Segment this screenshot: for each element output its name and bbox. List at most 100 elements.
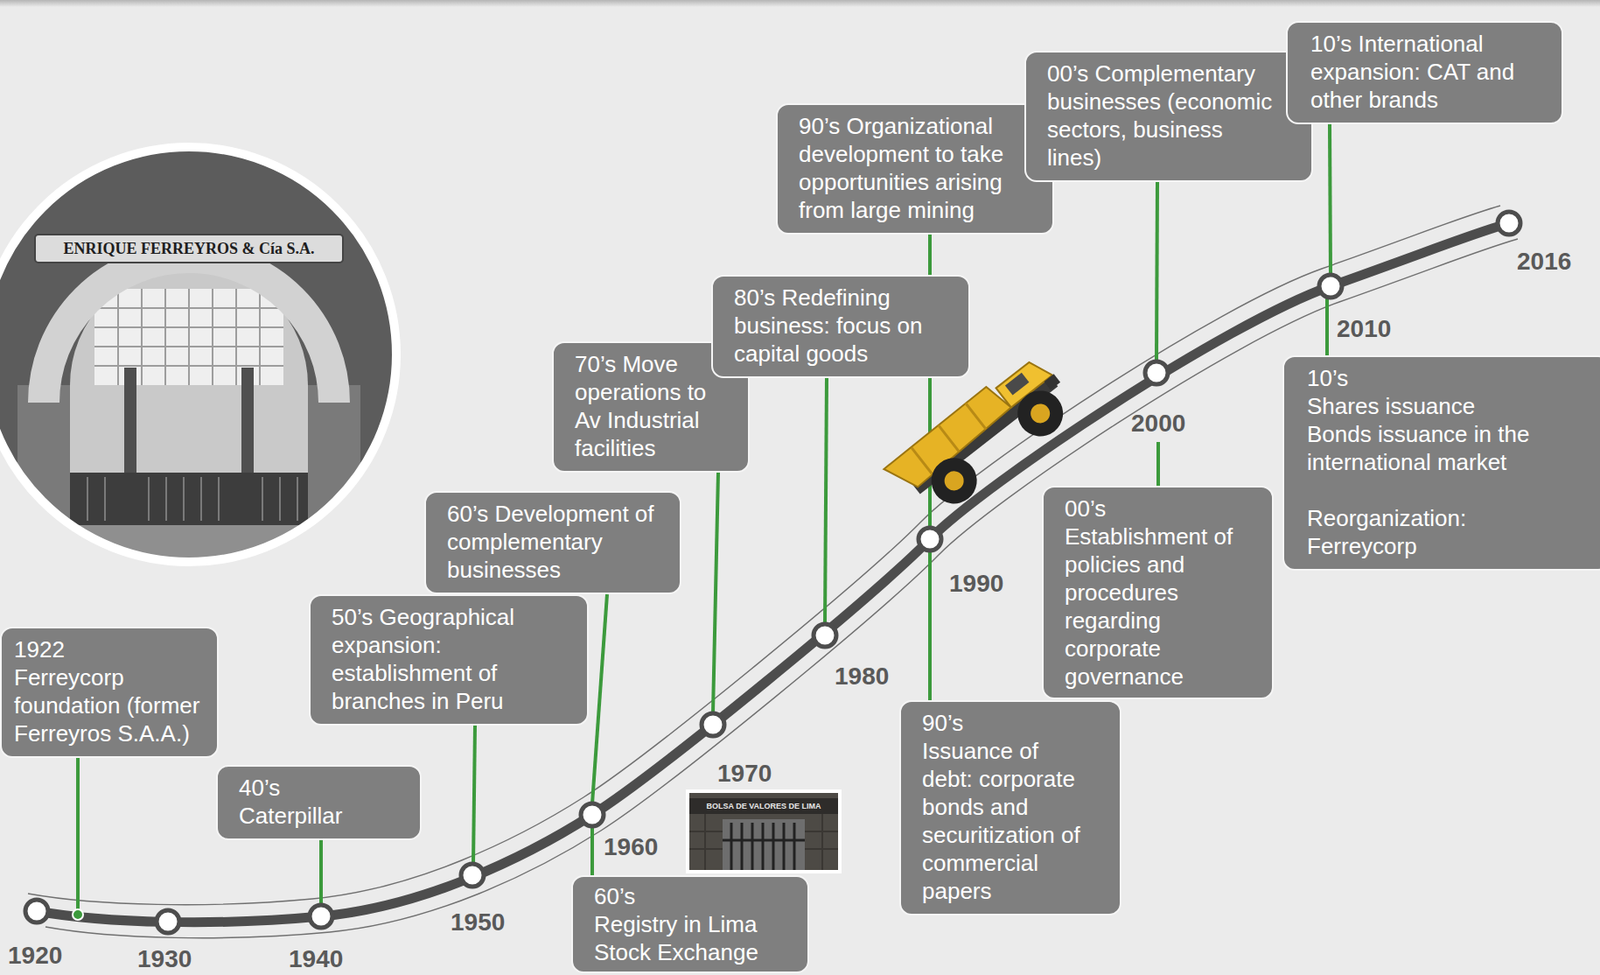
milestone-box: 80’s Redefining business: focus on capit… — [711, 274, 971, 378]
exchange-photo-frame — [687, 790, 840, 872]
milestone-text: Ferreycorp foundation (former Ferreyros … — [13, 663, 207, 748]
milestone-text: 40’s — [238, 773, 403, 802]
truck-hub — [940, 467, 968, 495]
milestone-text: 90’s — [922, 708, 1087, 737]
leader-line — [712, 472, 719, 713]
year-label: 1970 — [717, 761, 772, 786]
year-label: 2016 — [1516, 249, 1572, 274]
leader-line — [592, 593, 608, 804]
milestone-box: 70’s Move operations to Av Industrial fa… — [551, 341, 750, 473]
leader-line — [1156, 181, 1158, 362]
photo-skylight-grid — [94, 288, 284, 385]
photo-sign-text: ENRIQUE FERREYROS & Cía S.A. — [31, 237, 347, 259]
exchange-door — [722, 818, 805, 872]
milestone-text: 10’s — [1306, 363, 1566, 392]
milestone-text: Reorganization: Ferreycorp — [1306, 503, 1566, 560]
milestone-box: 10’s International expansion: CAT and ot… — [1285, 20, 1564, 125]
exchange-photo — [687, 790, 840, 872]
milestone-box: 90’sIssuance of debt: corporate bonds an… — [899, 699, 1122, 916]
decade-marker — [461, 863, 484, 887]
year-label: 1960 — [603, 834, 658, 860]
exchange-door-bars — [722, 822, 805, 872]
milestone-box: 00’sEstablishment of policies and proced… — [1041, 485, 1274, 699]
leader-line — [1156, 441, 1160, 486]
truck-hub — [1027, 399, 1055, 427]
truck-window — [1005, 372, 1030, 396]
decade-marker — [1497, 211, 1521, 235]
milestone-text: 80’s Redefining business: focus on capit… — [733, 283, 951, 368]
leader-line — [473, 725, 476, 864]
decade-marker — [25, 899, 49, 923]
milestone-text: 00’s — [1064, 494, 1255, 523]
leader-line — [824, 377, 827, 624]
decade-marker — [156, 909, 180, 933]
year-label: 1940 — [288, 946, 343, 972]
office-photo — [0, 139, 412, 578]
milestone-text: 60’s — [593, 881, 790, 910]
exchange-lintel — [687, 797, 840, 814]
leader-line — [319, 839, 323, 905]
milestone-text: Establishment of policies and procedures… — [1064, 522, 1255, 691]
decade-marker — [701, 712, 725, 736]
timeline-track — [27, 205, 1518, 938]
milestone-text: Shares issuance — [1306, 391, 1566, 420]
track-line — [36, 223, 1510, 923]
milestone-text: 1922 — [13, 635, 207, 664]
exchange-facade — [687, 790, 840, 872]
milestone-text: Issuance of debt: corporate bonds and se… — [922, 736, 1087, 905]
truck-wheel — [1008, 381, 1073, 446]
truck-bed — [882, 382, 1014, 497]
photo-plaque-text: BOLSA DE VALORES DE LIMA — [687, 800, 840, 811]
leader-line — [1329, 124, 1331, 275]
milestone-text: 60’s Development of complementary busine… — [447, 499, 663, 584]
milestone-text: 00’s Complementary businesses (economic … — [1047, 59, 1277, 172]
milestone-box: 00’s Complementary businesses (economic … — [1024, 50, 1314, 182]
photo-counter — [69, 472, 308, 525]
year-label: 2000 — [1131, 411, 1186, 436]
decade-marker — [309, 904, 333, 928]
decade-marker — [813, 623, 837, 647]
track-outline-lower — [45, 238, 1518, 938]
leader-line — [928, 550, 932, 700]
year-label: 1950 — [450, 909, 505, 935]
milestone-text: Registry in Lima Stock Exchange — [593, 909, 790, 966]
milestone-box: 90’s Organizational development to take … — [775, 103, 1055, 235]
photo-counter-bars — [87, 476, 298, 521]
leader-line — [1325, 297, 1329, 356]
leader-line — [76, 757, 80, 910]
decade-marker — [1319, 274, 1342, 298]
photo-frame — [0, 146, 397, 562]
decade-markers — [25, 211, 1521, 933]
leader-line — [590, 825, 594, 875]
photo-floor — [69, 524, 308, 578]
year-label: 2010 — [1336, 316, 1391, 342]
milestone-box: 60’sRegistry in Lima Stock Exchange — [571, 874, 810, 973]
milestone-text: Caterpillar — [238, 801, 403, 830]
milestone-text: 10’s International expansion: CAT and ot… — [1310, 29, 1541, 114]
milestone-box: 50’s Geographical expansion: establishme… — [308, 593, 589, 726]
year-label: 1980 — [834, 663, 889, 689]
decade-marker — [1145, 361, 1168, 385]
year-label: 1930 — [137, 946, 192, 972]
photo-wall — [0, 139, 412, 578]
truck-wheel — [922, 448, 986, 513]
year-label: 1990 — [949, 571, 1004, 596]
year-label: 1920 — [7, 943, 63, 968]
milestone-text: 70’s Move operations to Av Industrial fa… — [574, 349, 727, 462]
milestone-text: Bonds issuance in the international mark… — [1306, 419, 1566, 476]
milestone-box: 40’sCaterpillar — [216, 764, 422, 840]
founding-dot — [72, 908, 84, 920]
truck-bumper — [1044, 373, 1061, 390]
milestone-text: 90’s Organizational development to take … — [798, 111, 1035, 224]
milestone-box: 1922Ferreycorp foundation (former Ferrey… — [0, 626, 219, 758]
photo-arch-band — [43, 257, 335, 403]
decade-marker — [918, 527, 942, 551]
exchange-stones — [687, 813, 840, 872]
photo-arch-opening — [69, 265, 308, 578]
milestone-box: 10’sShares issuanceBonds issuance in the… — [1282, 355, 1600, 571]
milestone-text: 50’s Geographical expansion: establishme… — [331, 602, 570, 715]
top-bar — [0, 0, 1600, 7]
decade-marker — [580, 803, 604, 826]
